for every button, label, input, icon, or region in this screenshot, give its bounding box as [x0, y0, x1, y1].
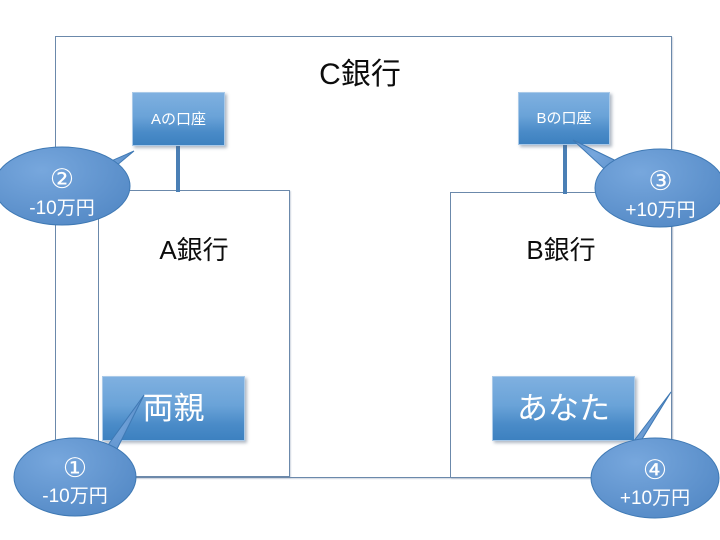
account-b-box: Bの口座 — [518, 92, 610, 145]
callout-step-3-number: ③ — [648, 166, 673, 196]
callout-step-2-number: ② — [49, 164, 75, 194]
callout-step-4-number: ④ — [642, 455, 668, 485]
b-bank-boundary — [450, 192, 672, 478]
account-a-label: Aの口座 — [150, 110, 206, 128]
account-b-label: Bの口座 — [536, 110, 592, 127]
parents-box: 両親 — [102, 376, 245, 441]
callout-step-4: ④ +10万円 — [590, 391, 720, 519]
parents-label: 両親 — [142, 391, 205, 426]
c-bank-label: C銀行 — [319, 58, 401, 91]
you-label: あなた — [517, 391, 610, 426]
account-a-connector-line — [176, 140, 180, 192]
callout-step-1-number: ① — [62, 453, 88, 483]
a-bank-boundary — [98, 190, 290, 477]
callout-step-1: ① -10万円 — [13, 394, 145, 517]
callout-step-4-amount: +10万円 — [619, 488, 691, 509]
a-bank-label: A銀行 — [159, 235, 229, 265]
account-a-box: Aの口座 — [132, 92, 225, 146]
account-b-connector-line — [563, 140, 567, 194]
callout-step-2-amount: -10万円 — [29, 198, 95, 219]
you-box: あなた — [492, 376, 635, 441]
callout-step-1-amount: -10万円 — [42, 486, 108, 507]
callout-step-3-amount: +10万円 — [625, 200, 696, 221]
b-bank-label: B銀行 — [526, 235, 596, 265]
callout-step-2: ② -10万円 — [0, 146, 135, 226]
callout-step-3: ③ +10万円 — [572, 139, 720, 228]
